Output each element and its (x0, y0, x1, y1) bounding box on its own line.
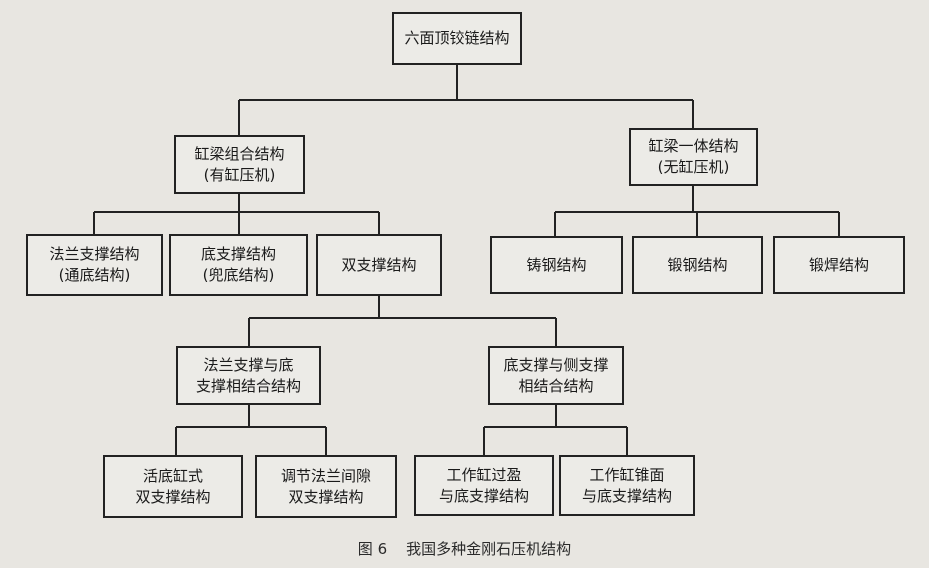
node-bottom: 底支撑结构 (兜底结构) (169, 234, 308, 296)
node-flange-line1: 法兰支撑结构 (49, 245, 140, 263)
node-adjust-gap: 调节法兰间隙 双支撑结构 (255, 455, 397, 518)
node-bottom-side-line1: 底支撑与侧支撑 (503, 355, 609, 374)
node-integrated-line2: (无缸压机) (657, 158, 730, 176)
node-forged: 锻钢结构 (632, 236, 763, 294)
node-bottom-line1: 底支撑结构 (200, 245, 276, 263)
node-cone-line1: 工作缸锥面 (589, 465, 665, 484)
node-cast-label: 铸钢结构 (526, 255, 587, 274)
node-interference: 工作缸过盈 与底支撑结构 (414, 455, 554, 516)
node-forgeweld: 锻焊结构 (773, 236, 905, 294)
connector-flange-bottom (175, 405, 327, 455)
node-flange: 法兰支撑结构 (通底结构) (26, 234, 163, 296)
node-adjust-gap-line1: 调节法兰间隙 (280, 466, 371, 485)
node-flange-bottom: 法兰支撑与底 支撑相结合结构 (176, 346, 321, 405)
node-combined-line1: 缸梁组合结构 (194, 144, 285, 163)
node-live-bottom: 活底缸式 双支撑结构 (103, 455, 243, 518)
node-combined: 缸梁组合结构 (有缸压机) (174, 135, 305, 194)
node-adjust-gap-line2: 双支撑结构 (288, 487, 364, 506)
connector-combined (93, 194, 380, 234)
node-interference-line2: 与底支撑结构 (438, 486, 529, 505)
node-double-label: 双支撑结构 (341, 255, 417, 274)
node-double: 双支撑结构 (316, 234, 442, 296)
node-forgeweld-label: 锻焊结构 (808, 255, 869, 274)
connector-root (238, 65, 694, 135)
node-bottom-side-line2: 相结合结构 (518, 376, 594, 395)
node-flange-line2: (通底结构) (58, 266, 131, 284)
node-root-label: 六面顶铰链结构 (404, 29, 510, 47)
connector-integrated (554, 186, 840, 236)
figure-caption: 图 6 我国多种金刚石压机结构 (357, 540, 572, 558)
node-combined-line2: (有缸压机) (203, 165, 276, 184)
node-cone-line2: 与底支撑结构 (581, 486, 672, 505)
node-forged-label: 锻钢结构 (667, 255, 728, 274)
node-cone: 工作缸锥面 与底支撑结构 (559, 455, 695, 516)
node-flange-bottom-line2: 支撑相结合结构 (195, 376, 301, 395)
connector-bottom-side (483, 405, 628, 455)
node-bottom-line2: (兜底结构) (202, 266, 275, 284)
node-flange-bottom-line1: 法兰支撑与底 (203, 355, 294, 374)
node-interference-line1: 工作缸过盈 (446, 465, 522, 484)
node-bottom-side: 底支撑与侧支撑 相结合结构 (488, 346, 624, 405)
node-live-bottom-line1: 活底缸式 (142, 466, 203, 485)
node-root: 六面顶铰链结构 (392, 12, 522, 65)
node-integrated-line1: 缸梁一体结构 (648, 137, 739, 155)
node-cast: 铸钢结构 (490, 236, 623, 294)
node-integrated: 缸梁一体结构 (无缸压机) (629, 128, 758, 186)
node-live-bottom-line2: 双支撑结构 (135, 487, 211, 506)
connector-double (248, 296, 557, 346)
